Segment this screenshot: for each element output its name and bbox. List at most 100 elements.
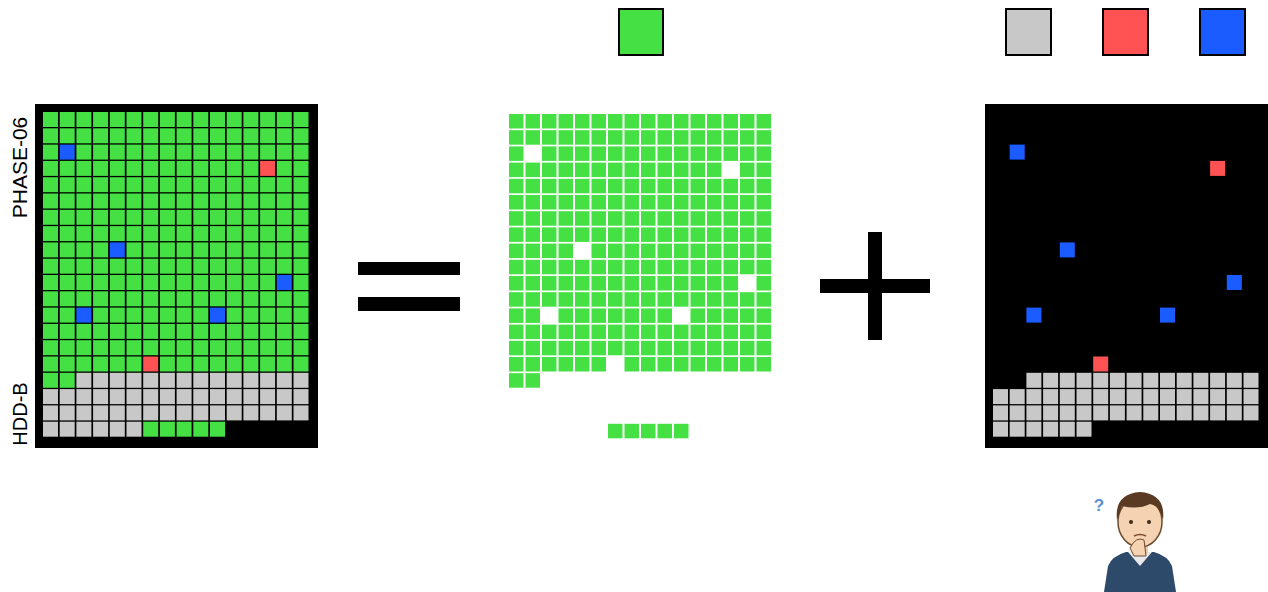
green-swatch (619, 9, 663, 55)
block-cell (575, 179, 590, 194)
block-cell (260, 308, 275, 323)
block-cell (193, 324, 208, 339)
block-cell (260, 242, 275, 257)
block-cell (674, 227, 689, 242)
block-cell (160, 357, 175, 372)
block-cell (608, 424, 623, 439)
block-cell (641, 357, 656, 372)
block-cell (294, 373, 309, 388)
block-cell (608, 325, 623, 340)
block-cell (575, 146, 590, 161)
block-cell (575, 325, 590, 340)
block-cell (691, 146, 706, 161)
block-cell (592, 195, 607, 210)
block-cell (210, 226, 225, 241)
block-cell (227, 177, 242, 192)
block-cell (76, 128, 91, 143)
block-cell (724, 179, 739, 194)
disk-panel (35, 104, 318, 448)
block-cell (110, 308, 125, 323)
question-mark: ? (1094, 497, 1104, 514)
block-cell (110, 177, 125, 192)
block-cell (608, 308, 623, 323)
block-cell (60, 145, 75, 160)
block-cell (608, 130, 623, 145)
block-cell (177, 259, 192, 274)
block-cell (674, 130, 689, 145)
block-cell (542, 227, 557, 242)
block-cell (1227, 373, 1242, 388)
block-cell (193, 405, 208, 420)
block-cell (608, 244, 623, 259)
block-cell (592, 308, 607, 323)
block-cell (43, 128, 58, 143)
block-cell (526, 276, 541, 291)
block-cell (641, 276, 656, 291)
block-cell (260, 210, 275, 225)
block-cell (43, 405, 58, 420)
block-cell (110, 242, 125, 257)
block-cell (277, 128, 292, 143)
block-cell (243, 177, 258, 192)
block-cell (143, 161, 158, 176)
block-cell (526, 211, 541, 226)
block-cell (210, 112, 225, 127)
block-cell (1227, 405, 1242, 420)
block-cell (1110, 373, 1125, 388)
block-cell (260, 389, 275, 404)
block-cell (227, 357, 242, 372)
block-cell (243, 340, 258, 355)
block-cell (691, 260, 706, 275)
block-cell (143, 145, 158, 160)
block-cell (740, 114, 755, 129)
block-cell (177, 389, 192, 404)
block-cell (43, 210, 58, 225)
block-cell (608, 276, 623, 291)
block-cell (526, 373, 541, 388)
block-cell (608, 146, 623, 161)
block-cell (294, 357, 309, 372)
block-cell (1210, 405, 1225, 420)
block-cell (193, 275, 208, 290)
block-cell (526, 244, 541, 259)
block-cell (60, 242, 75, 257)
block-cell (193, 177, 208, 192)
block-cell (691, 325, 706, 340)
block-cell (210, 259, 225, 274)
block-cell (526, 227, 541, 242)
block-cell (691, 114, 706, 129)
block-cell (542, 163, 557, 178)
block-cell (177, 275, 192, 290)
block-cell (509, 276, 524, 291)
block-cell (592, 292, 607, 307)
block-cell (60, 128, 75, 143)
block-cell (210, 291, 225, 306)
block-cell (559, 211, 574, 226)
block-cell (691, 292, 706, 307)
block-cell (724, 260, 739, 275)
block-cell (160, 226, 175, 241)
block-cell (277, 324, 292, 339)
block-cell (674, 325, 689, 340)
block-cell (575, 357, 590, 372)
block-cell (277, 308, 292, 323)
block-cell (740, 179, 755, 194)
block-cell (1093, 373, 1108, 388)
block-cell (193, 259, 208, 274)
block-cell (1010, 145, 1025, 160)
block-cell (740, 357, 755, 372)
block-cell (526, 179, 541, 194)
equals-bar (358, 297, 460, 311)
block-cell (757, 292, 772, 307)
block-cell (1193, 373, 1208, 388)
block-cell (658, 325, 673, 340)
block-cell (210, 389, 225, 404)
block-cell (277, 226, 292, 241)
block-cell (625, 227, 640, 242)
block-cell (227, 308, 242, 323)
block-cell (658, 146, 673, 161)
block-cell (243, 242, 258, 257)
block-cell (674, 211, 689, 226)
block-cell (757, 227, 772, 242)
block-cell (691, 308, 706, 323)
